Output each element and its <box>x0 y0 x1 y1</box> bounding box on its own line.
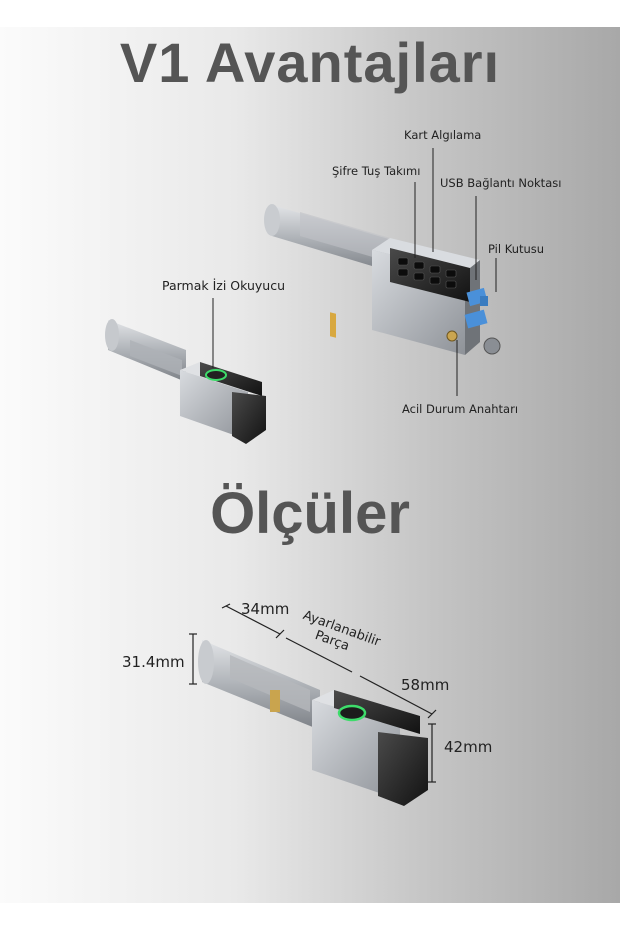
dim-42mm: 42mm <box>444 738 493 756</box>
keypad-lock-illustration <box>264 204 501 355</box>
advantages-title: V1 Avantajları <box>119 31 501 94</box>
dimensions-title: Ölçüler <box>210 481 410 546</box>
label-emergency-key: Acil Durum Anahtarı <box>402 402 519 416</box>
label-battery-box: Pil Kutusu <box>488 242 545 256</box>
label-usb-port: USB Bağlantı Noktası <box>440 176 562 190</box>
gradient-panel <box>0 27 620 903</box>
dimension-lines <box>189 603 437 783</box>
dim-58mm: 58mm <box>401 676 450 694</box>
dim-31-4mm: 31.4mm <box>122 653 185 671</box>
label-card-reader: Kart Algılama <box>404 128 482 142</box>
dimension-lock-illustration <box>198 640 428 806</box>
label-keypad: Şifre Tuş Takımı <box>332 164 421 178</box>
fingerprint-lock-illustration <box>105 319 266 444</box>
leader-lines <box>212 148 497 396</box>
label-fingerprint-reader: Parmak İzi Okuyucu <box>162 278 286 293</box>
dim-34mm: 34mm <box>241 600 290 618</box>
keypad-buttons <box>397 257 457 289</box>
